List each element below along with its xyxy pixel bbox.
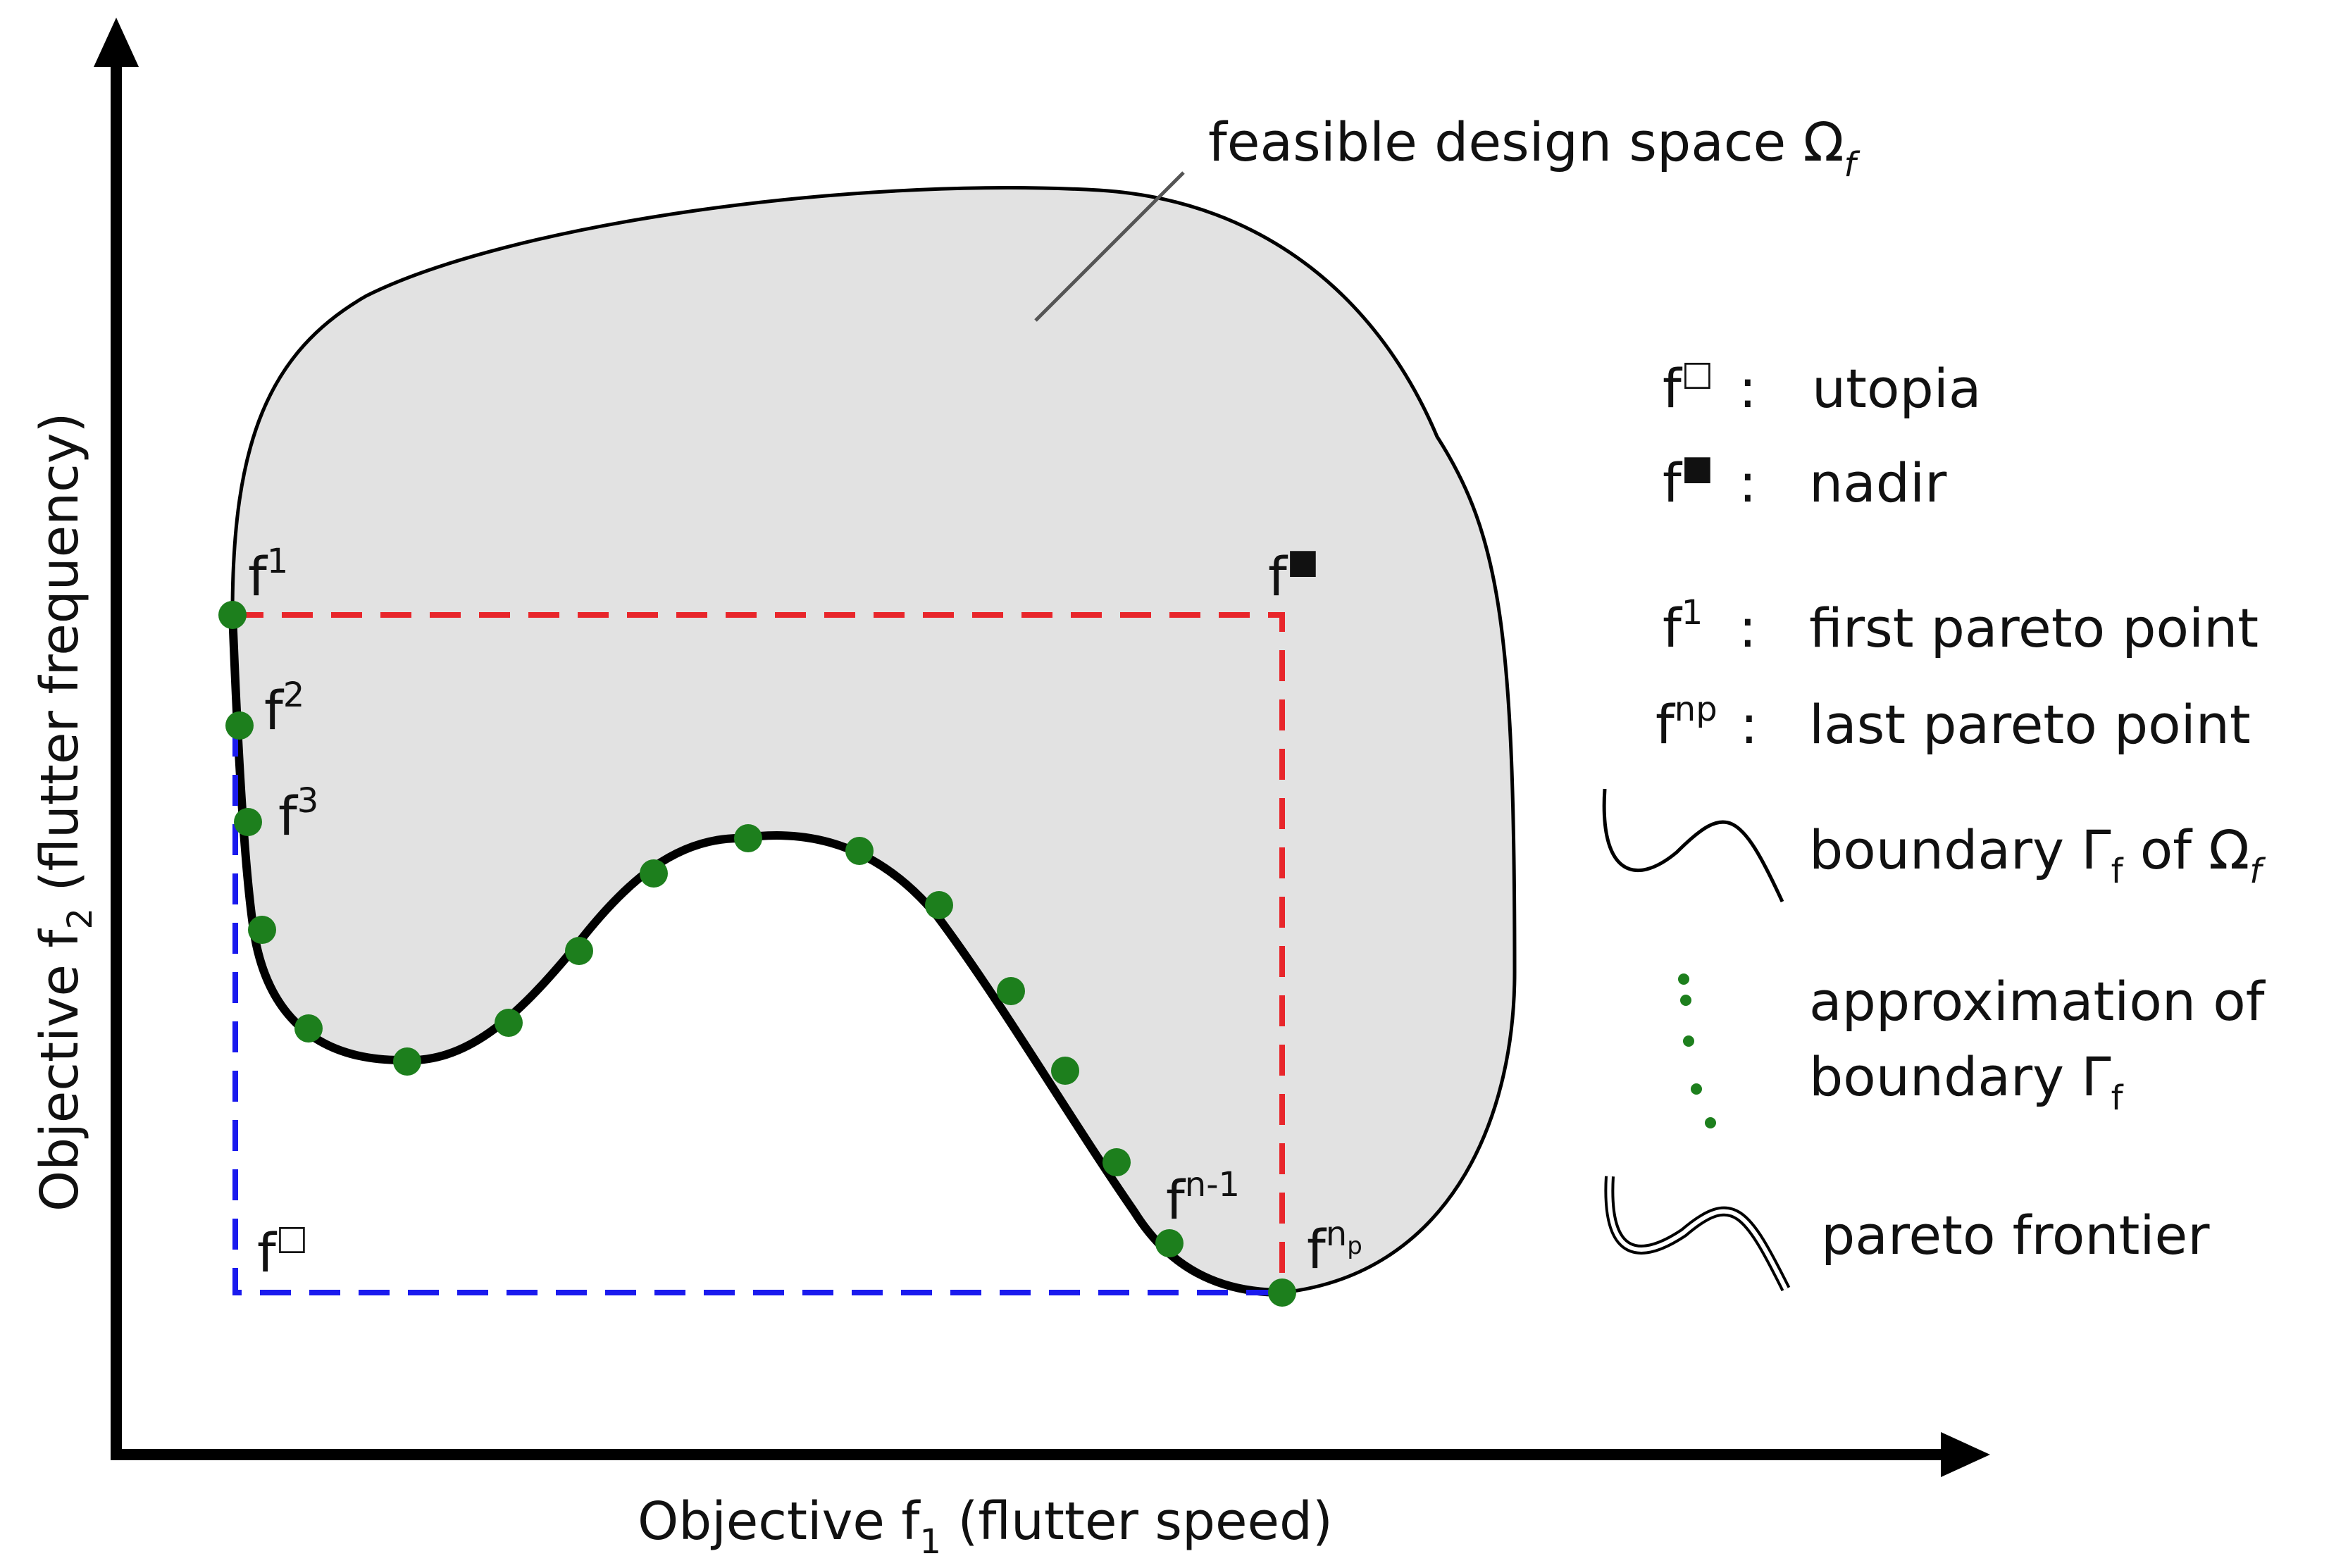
y-axis-label: Objective f2 (flutter frequency) bbox=[30, 413, 100, 1212]
legend-pareto-text: pareto frontier bbox=[1821, 1204, 2210, 1267]
legend-last-text: last pareto point bbox=[1809, 693, 2251, 756]
legend-boundary-swatch bbox=[1602, 788, 1784, 903]
pareto-point bbox=[393, 1047, 421, 1076]
pareto-points bbox=[218, 601, 1296, 1307]
point-label-f1: f1 bbox=[248, 542, 288, 608]
pareto-point bbox=[1051, 1057, 1079, 1085]
legend-last-symbol: fnp bbox=[1656, 690, 1717, 756]
pareto-point bbox=[997, 977, 1025, 1005]
legend-approx-dot bbox=[1678, 973, 1689, 985]
y-axis-arrowhead bbox=[94, 18, 139, 67]
legend-boundary-text: boundary Γf of Ωf bbox=[1809, 819, 2266, 891]
feasible-region bbox=[230, 186, 1517, 1295]
region-leader-line bbox=[1034, 171, 1185, 322]
point-label-fnp: fnp bbox=[1307, 1214, 1362, 1281]
pareto-point bbox=[640, 859, 668, 888]
utopia-dashed-lines bbox=[232, 726, 1282, 1295]
pareto-point bbox=[294, 1014, 323, 1043]
pareto-point bbox=[925, 891, 953, 919]
point-label-utopia: f□ bbox=[257, 1218, 308, 1284]
legend: f□ : utopia f■ : nadir f1 : first pareto… bbox=[1602, 354, 2266, 1292]
pareto-point bbox=[1155, 1229, 1184, 1257]
pareto-point bbox=[225, 711, 254, 740]
legend-first-symbol: f1 bbox=[1663, 593, 1703, 659]
legend-approx-dot bbox=[1691, 1083, 1702, 1095]
legend-approx-line1: approximation of bbox=[1809, 970, 2266, 1033]
pareto-point bbox=[845, 837, 874, 865]
region-label: feasible design space Ωf bbox=[1208, 111, 1861, 185]
x-axis-label: Objective f1 (flutter speed) bbox=[638, 1491, 1333, 1562]
pareto-point bbox=[1102, 1148, 1131, 1176]
legend-utopia-symbol: f□ bbox=[1663, 354, 1713, 420]
legend-approx-line2: boundary Γf bbox=[1809, 1045, 2124, 1118]
point-label-f2: f2 bbox=[264, 676, 304, 742]
pareto-point bbox=[565, 937, 593, 965]
legend-nadir-text: nadir bbox=[1809, 452, 1947, 514]
legend-utopia-text: utopia bbox=[1812, 357, 1981, 420]
legend-approx-dot bbox=[1705, 1117, 1716, 1128]
legend-first-text: first pareto point bbox=[1809, 597, 2259, 659]
legend-nadir-sep: : bbox=[1739, 452, 1757, 514]
pareto-point bbox=[218, 601, 247, 629]
point-label-f3: f3 bbox=[278, 781, 318, 847]
legend-nadir-symbol: f■ bbox=[1663, 448, 1713, 514]
x-axis-arrowhead bbox=[1941, 1432, 1990, 1477]
point-label-nadir: f■ bbox=[1268, 542, 1319, 608]
legend-approx-dot bbox=[1683, 1035, 1694, 1047]
nadir-dashed-lines bbox=[232, 612, 1285, 1293]
legend-pareto-swatch-inner bbox=[1607, 1176, 1788, 1290]
pareto-point bbox=[734, 824, 762, 852]
point-label-fn1: fn-1 bbox=[1166, 1165, 1240, 1231]
pareto-point bbox=[234, 808, 262, 836]
legend-approx-dot bbox=[1680, 995, 1691, 1006]
pareto-point bbox=[248, 916, 276, 944]
pareto-point bbox=[495, 1009, 523, 1037]
legend-first-sep: : bbox=[1739, 597, 1757, 659]
legend-last-sep: : bbox=[1740, 693, 1758, 756]
legend-utopia-sep: : bbox=[1739, 357, 1757, 420]
pareto-point bbox=[1268, 1278, 1296, 1307]
legend-pareto-swatch-outer bbox=[1604, 1176, 1791, 1292]
